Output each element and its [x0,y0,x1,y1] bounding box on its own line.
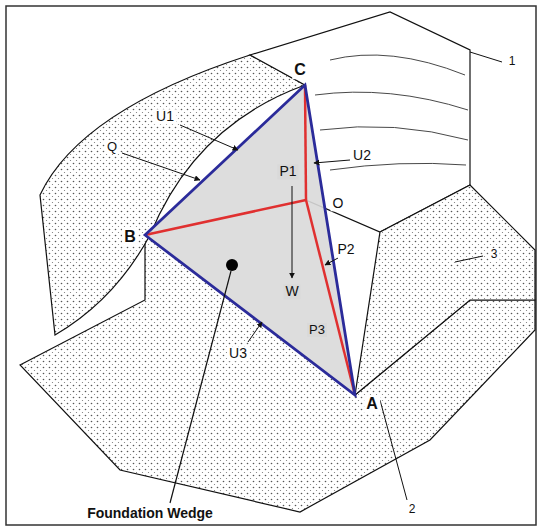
foundation-wedge [145,85,355,395]
wedge-marker [226,259,238,271]
part-label: U2 [351,148,373,163]
part-label: 2 [407,503,418,516]
plane-trace [380,52,502,500]
part-label: 1 [507,55,518,68]
part-label: U3 [227,346,249,361]
part-label: C [292,61,308,79]
force-arrow [122,125,350,342]
contour-lines [315,55,468,170]
part-label: P3 [307,323,327,337]
wedge-outline [145,85,355,395]
part-label: 3 [489,248,500,261]
part-label: O [331,196,346,211]
part-label: P2 [335,242,356,257]
part-label: A [364,395,380,413]
part-label: W [283,284,300,299]
part-label: U1 [154,109,176,124]
frame [6,6,536,525]
part-label: B [122,228,138,246]
leader-line [170,271,231,503]
callout-label: Foundation Wedge [85,506,215,521]
wedge-edge [145,85,355,395]
plane-surface [355,185,535,395]
part-label: Q [105,140,119,154]
part-label: P1 [277,164,298,179]
